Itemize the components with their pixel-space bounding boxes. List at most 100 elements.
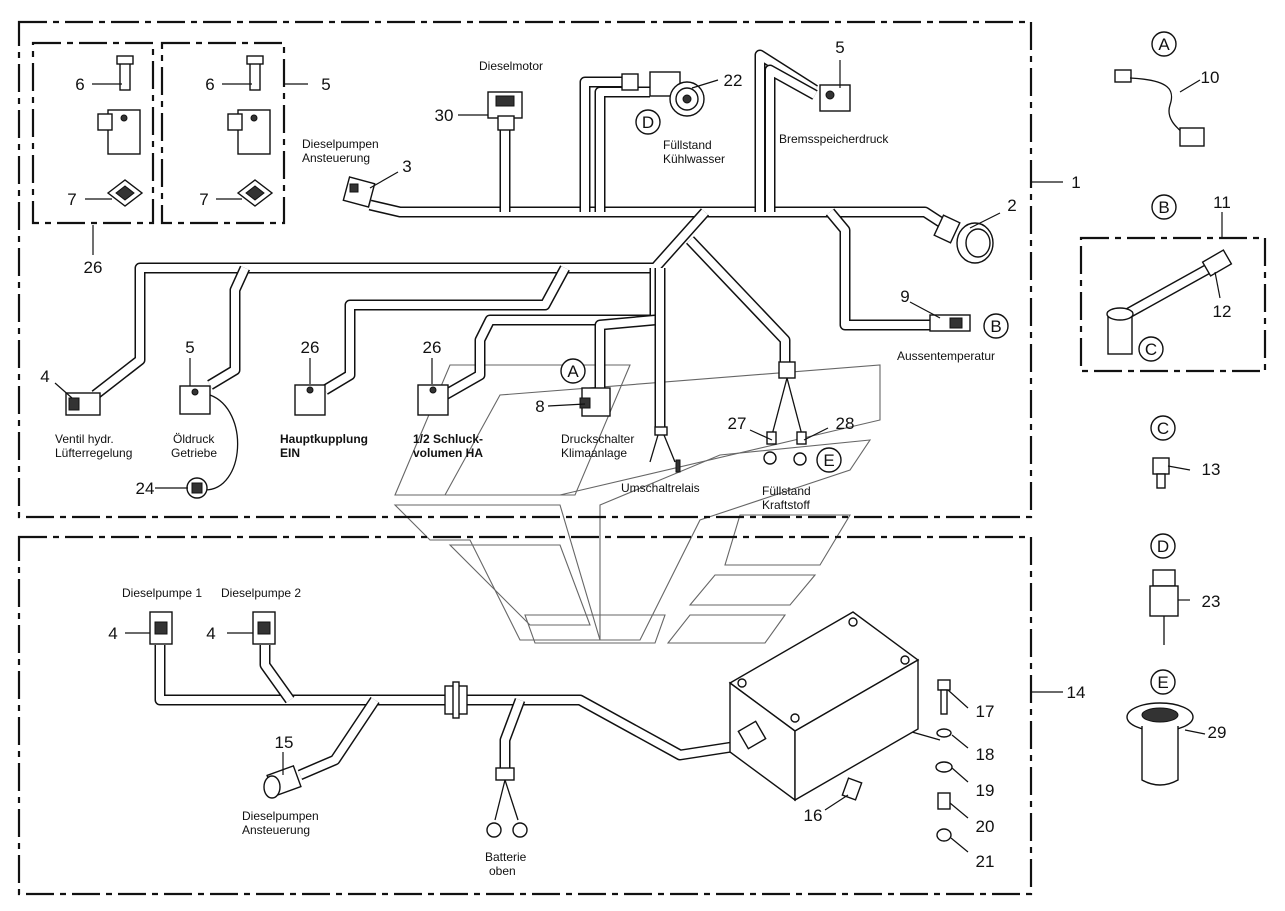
fuse-16 — [841, 777, 863, 801]
frame-detail-11 — [1079, 236, 1267, 373]
frame-harness-14 — [17, 535, 1033, 896]
letter-c-inner: C — [1145, 340, 1157, 359]
label-hauptkupplung-1: Hauptkupplung — [280, 432, 368, 446]
callout-15: 15 — [275, 733, 294, 752]
callout-29: 29 — [1208, 723, 1227, 742]
letter-e-detail: E — [1157, 673, 1168, 692]
callout-5-oil: 5 — [185, 338, 194, 357]
sensor-5-brake — [819, 84, 851, 112]
label-dieselpumpen-ansteuerung-2: Ansteuerung — [302, 151, 370, 165]
letter-b-main: B — [990, 317, 1001, 336]
label-dieselpumpen-ansteuerung-lower-1: Dieselpumpen — [242, 809, 319, 823]
grommet — [444, 681, 468, 719]
callout-26-detail: 26 — [84, 258, 103, 277]
detail-b-part-12 — [1106, 249, 1233, 355]
callout-3: 3 — [402, 157, 411, 176]
label-hauptkupplung-2: EIN — [280, 446, 300, 460]
connector-4-lower-1 — [149, 611, 173, 645]
callout-10: 10 — [1201, 68, 1220, 87]
letter-e-main: E — [823, 451, 834, 470]
detail-right-parts — [227, 55, 274, 207]
connector-3 — [342, 176, 376, 208]
label-dieselmotor: Dieselmotor — [479, 59, 543, 73]
letter-a-main: A — [567, 362, 579, 381]
connector-2 — [933, 214, 994, 264]
label-batterie-2: oben — [489, 864, 516, 878]
callout-19: 19 — [976, 781, 995, 800]
callout-7-left: 7 — [67, 190, 76, 209]
callout-5-detail: 5 — [321, 75, 330, 94]
label-ventil-2: Lüfterregelung — [55, 446, 132, 460]
frame-harness-1 — [17, 20, 1033, 519]
switch-8 — [579, 387, 611, 417]
callout-21: 21 — [976, 852, 995, 871]
callout-5-brake: 5 — [835, 38, 844, 57]
label-dieselpumpe-2: Dieselpumpe 2 — [221, 586, 301, 600]
letter-text: A B C C D E D B A E — [567, 35, 1170, 692]
callout-11: 11 — [1213, 193, 1231, 212]
letter-d-main: D — [642, 113, 654, 132]
frame-detail-right — [160, 41, 286, 225]
label-oeldruck-2: Getriebe — [171, 446, 217, 460]
label-dieselpumpen-ansteuerung-lower-2: Ansteuerung — [242, 823, 310, 837]
upper-harness — [91, 49, 948, 430]
label-fuellstand-kraftstoff-1: Füllstand — [762, 484, 811, 498]
callout-23: 23 — [1202, 592, 1221, 611]
callout-17: 17 — [976, 702, 995, 721]
battery-wires — [486, 767, 528, 838]
label-umschaltrelais: Umschaltrelais — [621, 481, 700, 495]
label-batterie-1: Batterie — [485, 850, 527, 864]
callout-4-lower-1: 4 — [108, 624, 117, 643]
connector-30 — [487, 91, 523, 131]
valve-26-displacement — [417, 384, 449, 416]
letter-d-detail: D — [1157, 537, 1169, 556]
frame-detail-left — [31, 41, 155, 225]
connector-4-lower-2 — [252, 611, 276, 645]
letter-a-detail: A — [1158, 35, 1170, 54]
label-ventil-1: Ventil hydr. — [55, 432, 114, 446]
callout-9: 9 — [900, 287, 909, 306]
fuel-level-wires — [763, 361, 807, 466]
callout-8: 8 — [535, 397, 544, 416]
callout-24: 24 — [136, 479, 155, 498]
connector-22 — [621, 71, 705, 117]
label-fuellstand-kuehlwasser-2: Kühlwasser — [663, 152, 725, 166]
callout-26-main: 26 — [301, 338, 320, 357]
label-schluck-2: volumen HA — [413, 446, 483, 460]
letter-c-detail: C — [1157, 419, 1169, 438]
callout-30: 30 — [435, 106, 454, 125]
label-schluck-1: 1/2 Schluck- — [413, 432, 483, 446]
relay-wires — [649, 426, 681, 473]
callout-26-displacement: 26 — [423, 338, 442, 357]
sensor-5-oil — [179, 385, 239, 491]
callout-4-upper: 4 — [40, 367, 49, 386]
lower-harness — [154, 645, 941, 781]
label-druckschalter-2: Klimaanlage — [561, 446, 627, 460]
letter-b-detail: B — [1158, 198, 1169, 217]
detail-left-parts — [97, 55, 144, 207]
fitting-24 — [186, 477, 208, 499]
connector-4-upper — [65, 392, 101, 416]
callout-7-right: 7 — [199, 190, 208, 209]
detail-c-part-13 — [1152, 457, 1170, 489]
callout-16: 16 — [804, 806, 823, 825]
callout-6-left: 6 — [75, 75, 84, 94]
text-labels: Dieselmotor Dieselpumpen Ansteuerung Fül… — [55, 59, 995, 878]
label-fuellstand-kraftstoff-2: Kraftstoff — [762, 498, 810, 512]
detail-d-part-23 — [1149, 569, 1179, 645]
watermark-logo — [393, 364, 881, 644]
label-oeldruck-1: Öldruck — [173, 432, 215, 446]
callout-22: 22 — [724, 71, 743, 90]
callout-13: 13 — [1202, 460, 1221, 479]
valve-26-main — [294, 384, 326, 416]
label-druckschalter-1: Druckschalter — [561, 432, 634, 446]
label-aussentemperatur: Aussentemperatur — [897, 349, 995, 363]
callout-12: 12 — [1213, 302, 1232, 321]
control-box — [728, 611, 920, 802]
label-dieselpumpe-1: Dieselpumpe 1 — [122, 586, 202, 600]
callout-6-right: 6 — [205, 75, 214, 94]
connector-15 — [263, 764, 302, 799]
callout-numbers: 1 2 3 4 5 5 5 6 6 7 7 8 9 10 11 12 13 14… — [40, 38, 1231, 871]
letter-circles — [560, 31, 1177, 695]
detail-a-part-10 — [1114, 69, 1205, 147]
